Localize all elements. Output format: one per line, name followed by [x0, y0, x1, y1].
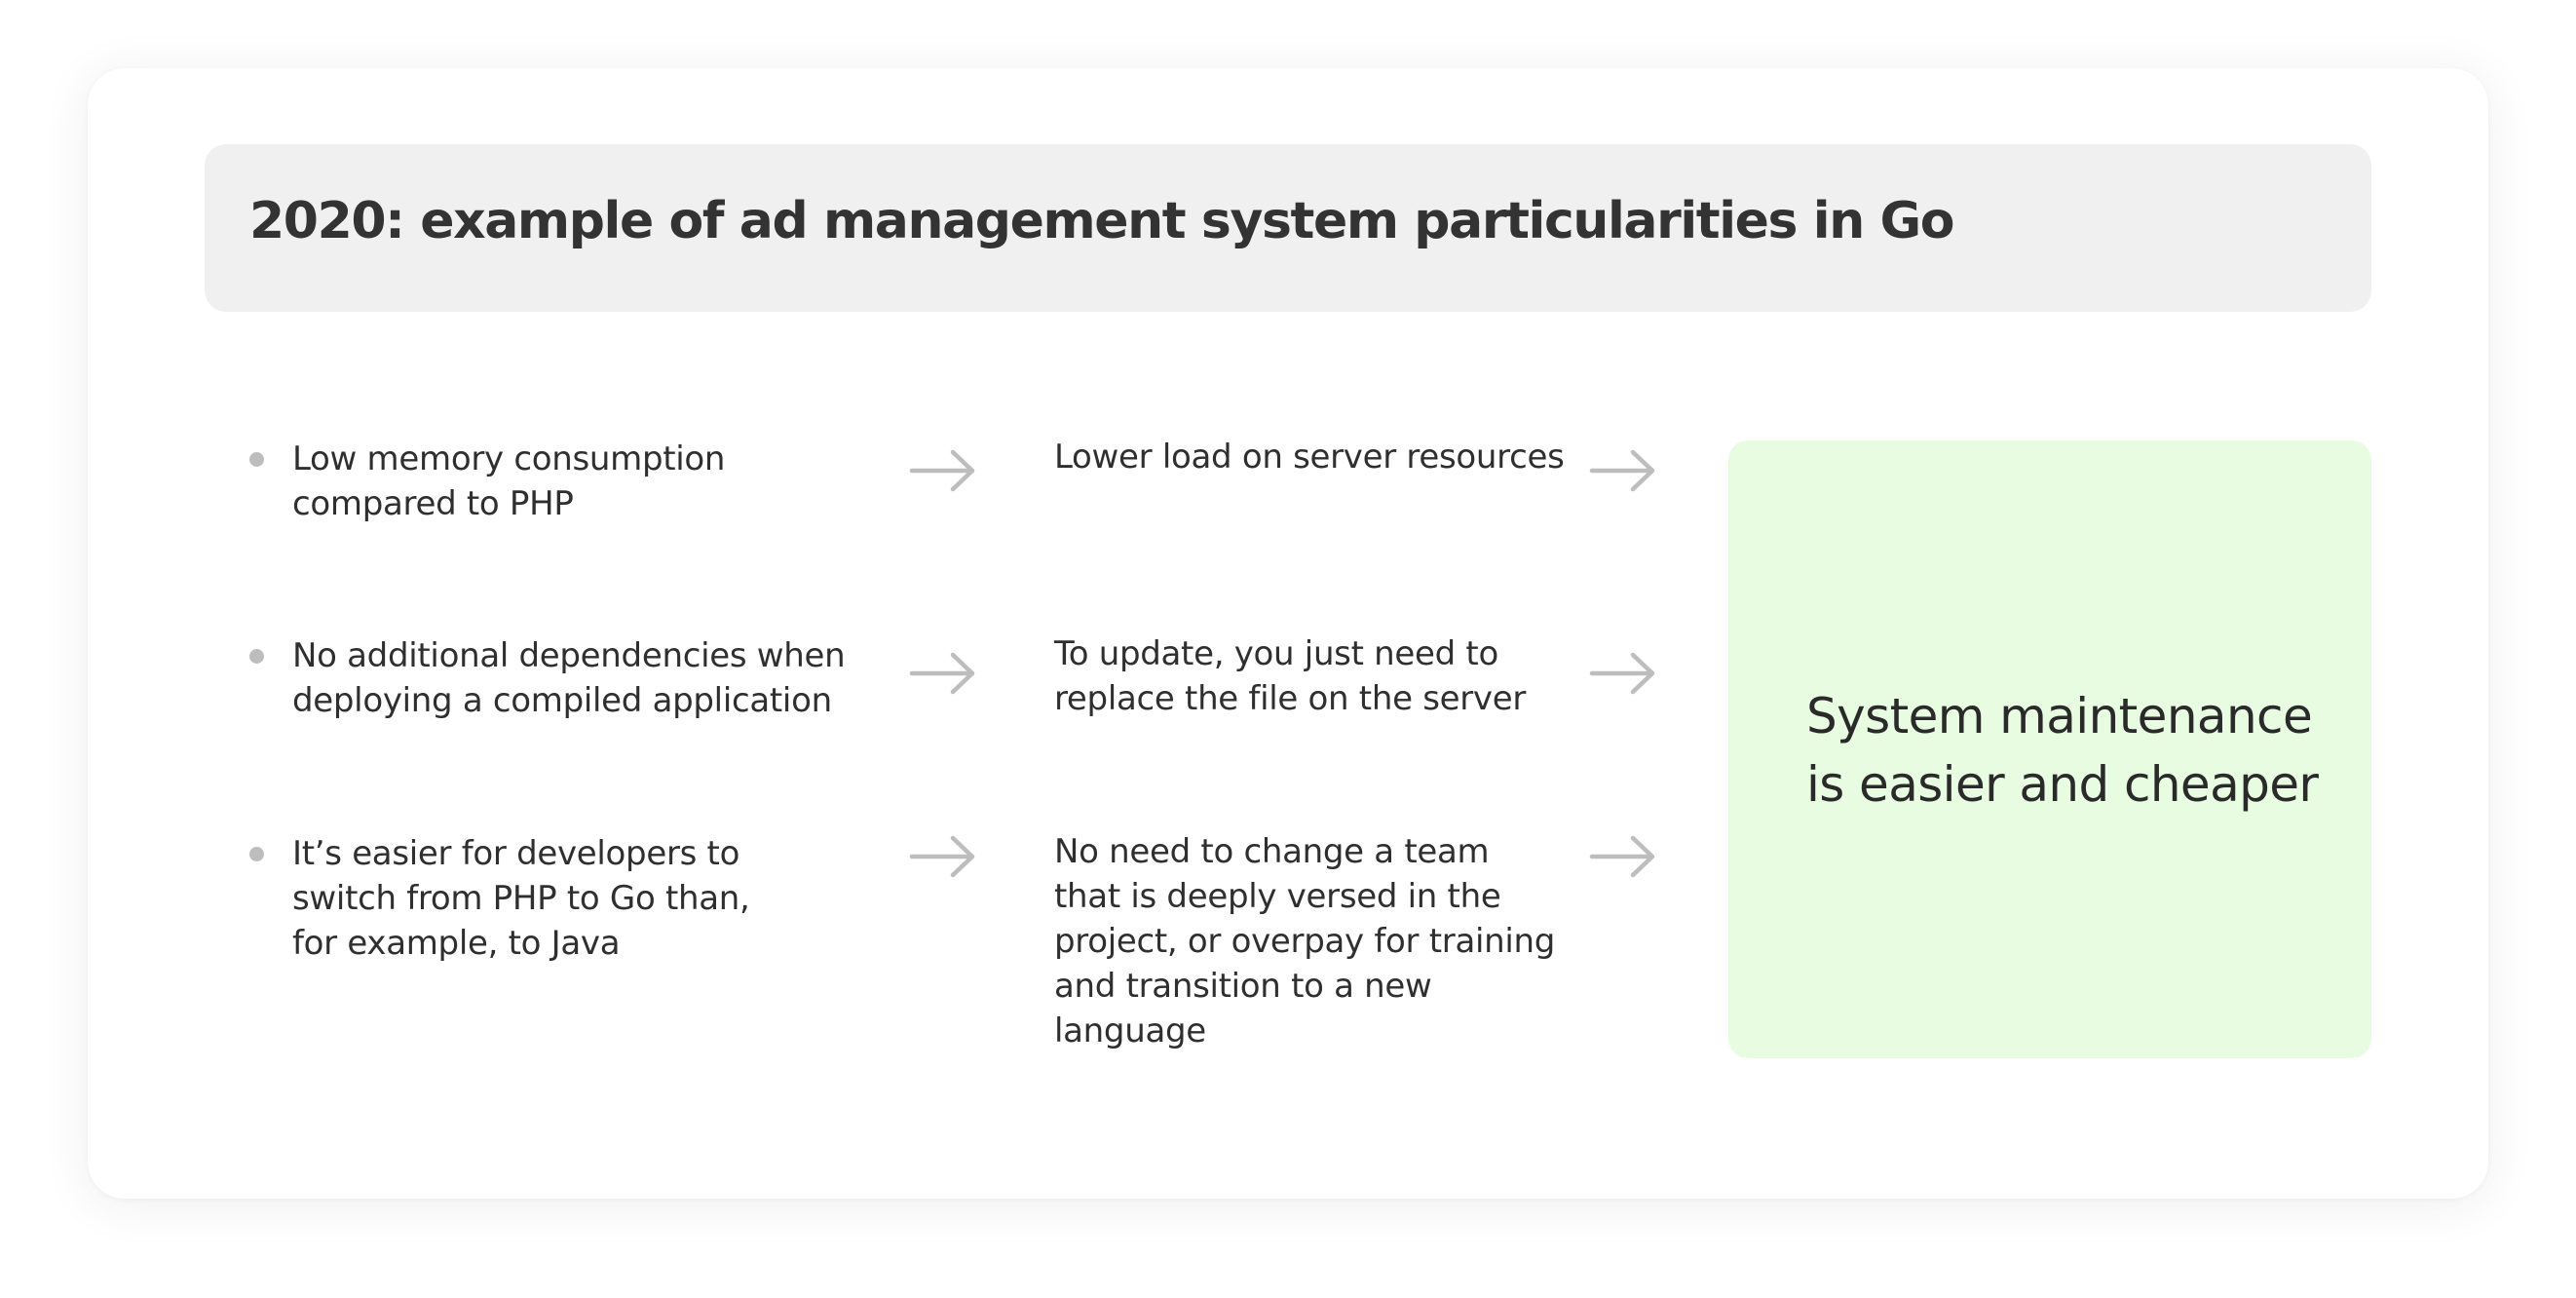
feature-text-1: Low memory consumption compared to PHP — [292, 439, 726, 523]
bullet-dot-icon — [249, 452, 264, 467]
effect-text-1: Lower load on server resources — [1054, 438, 1565, 477]
bullet-dot-icon — [249, 649, 264, 664]
bullet-dot-icon — [249, 847, 264, 861]
result-text: System maintenance is easier and cheaper — [1806, 688, 2319, 813]
arrow-right-icon — [1588, 832, 1658, 881]
arrow-right-icon — [1588, 649, 1658, 698]
title-bar: 2020: example of ad management system pa… — [205, 144, 2371, 312]
effect-text-3: No need to change a team that is deeply … — [1054, 832, 1556, 1050]
result-box: System maintenance is easier and cheaper — [1728, 440, 2371, 1058]
arrow-right-icon — [908, 446, 978, 495]
diagram-card: 2020: example of ad management system pa… — [88, 68, 2488, 1199]
page-title: 2020: example of ad management system pa… — [249, 192, 1955, 250]
feature-text-3: It’s easier for developers to switch fro… — [292, 834, 750, 963]
feature-text-2: No additional dependencies when deployin… — [292, 636, 846, 720]
arrow-right-icon — [908, 649, 978, 698]
effect-text-2: To update, you just need to replace the … — [1054, 634, 1527, 718]
arrow-right-icon — [908, 832, 978, 881]
arrow-right-icon — [1588, 446, 1658, 495]
